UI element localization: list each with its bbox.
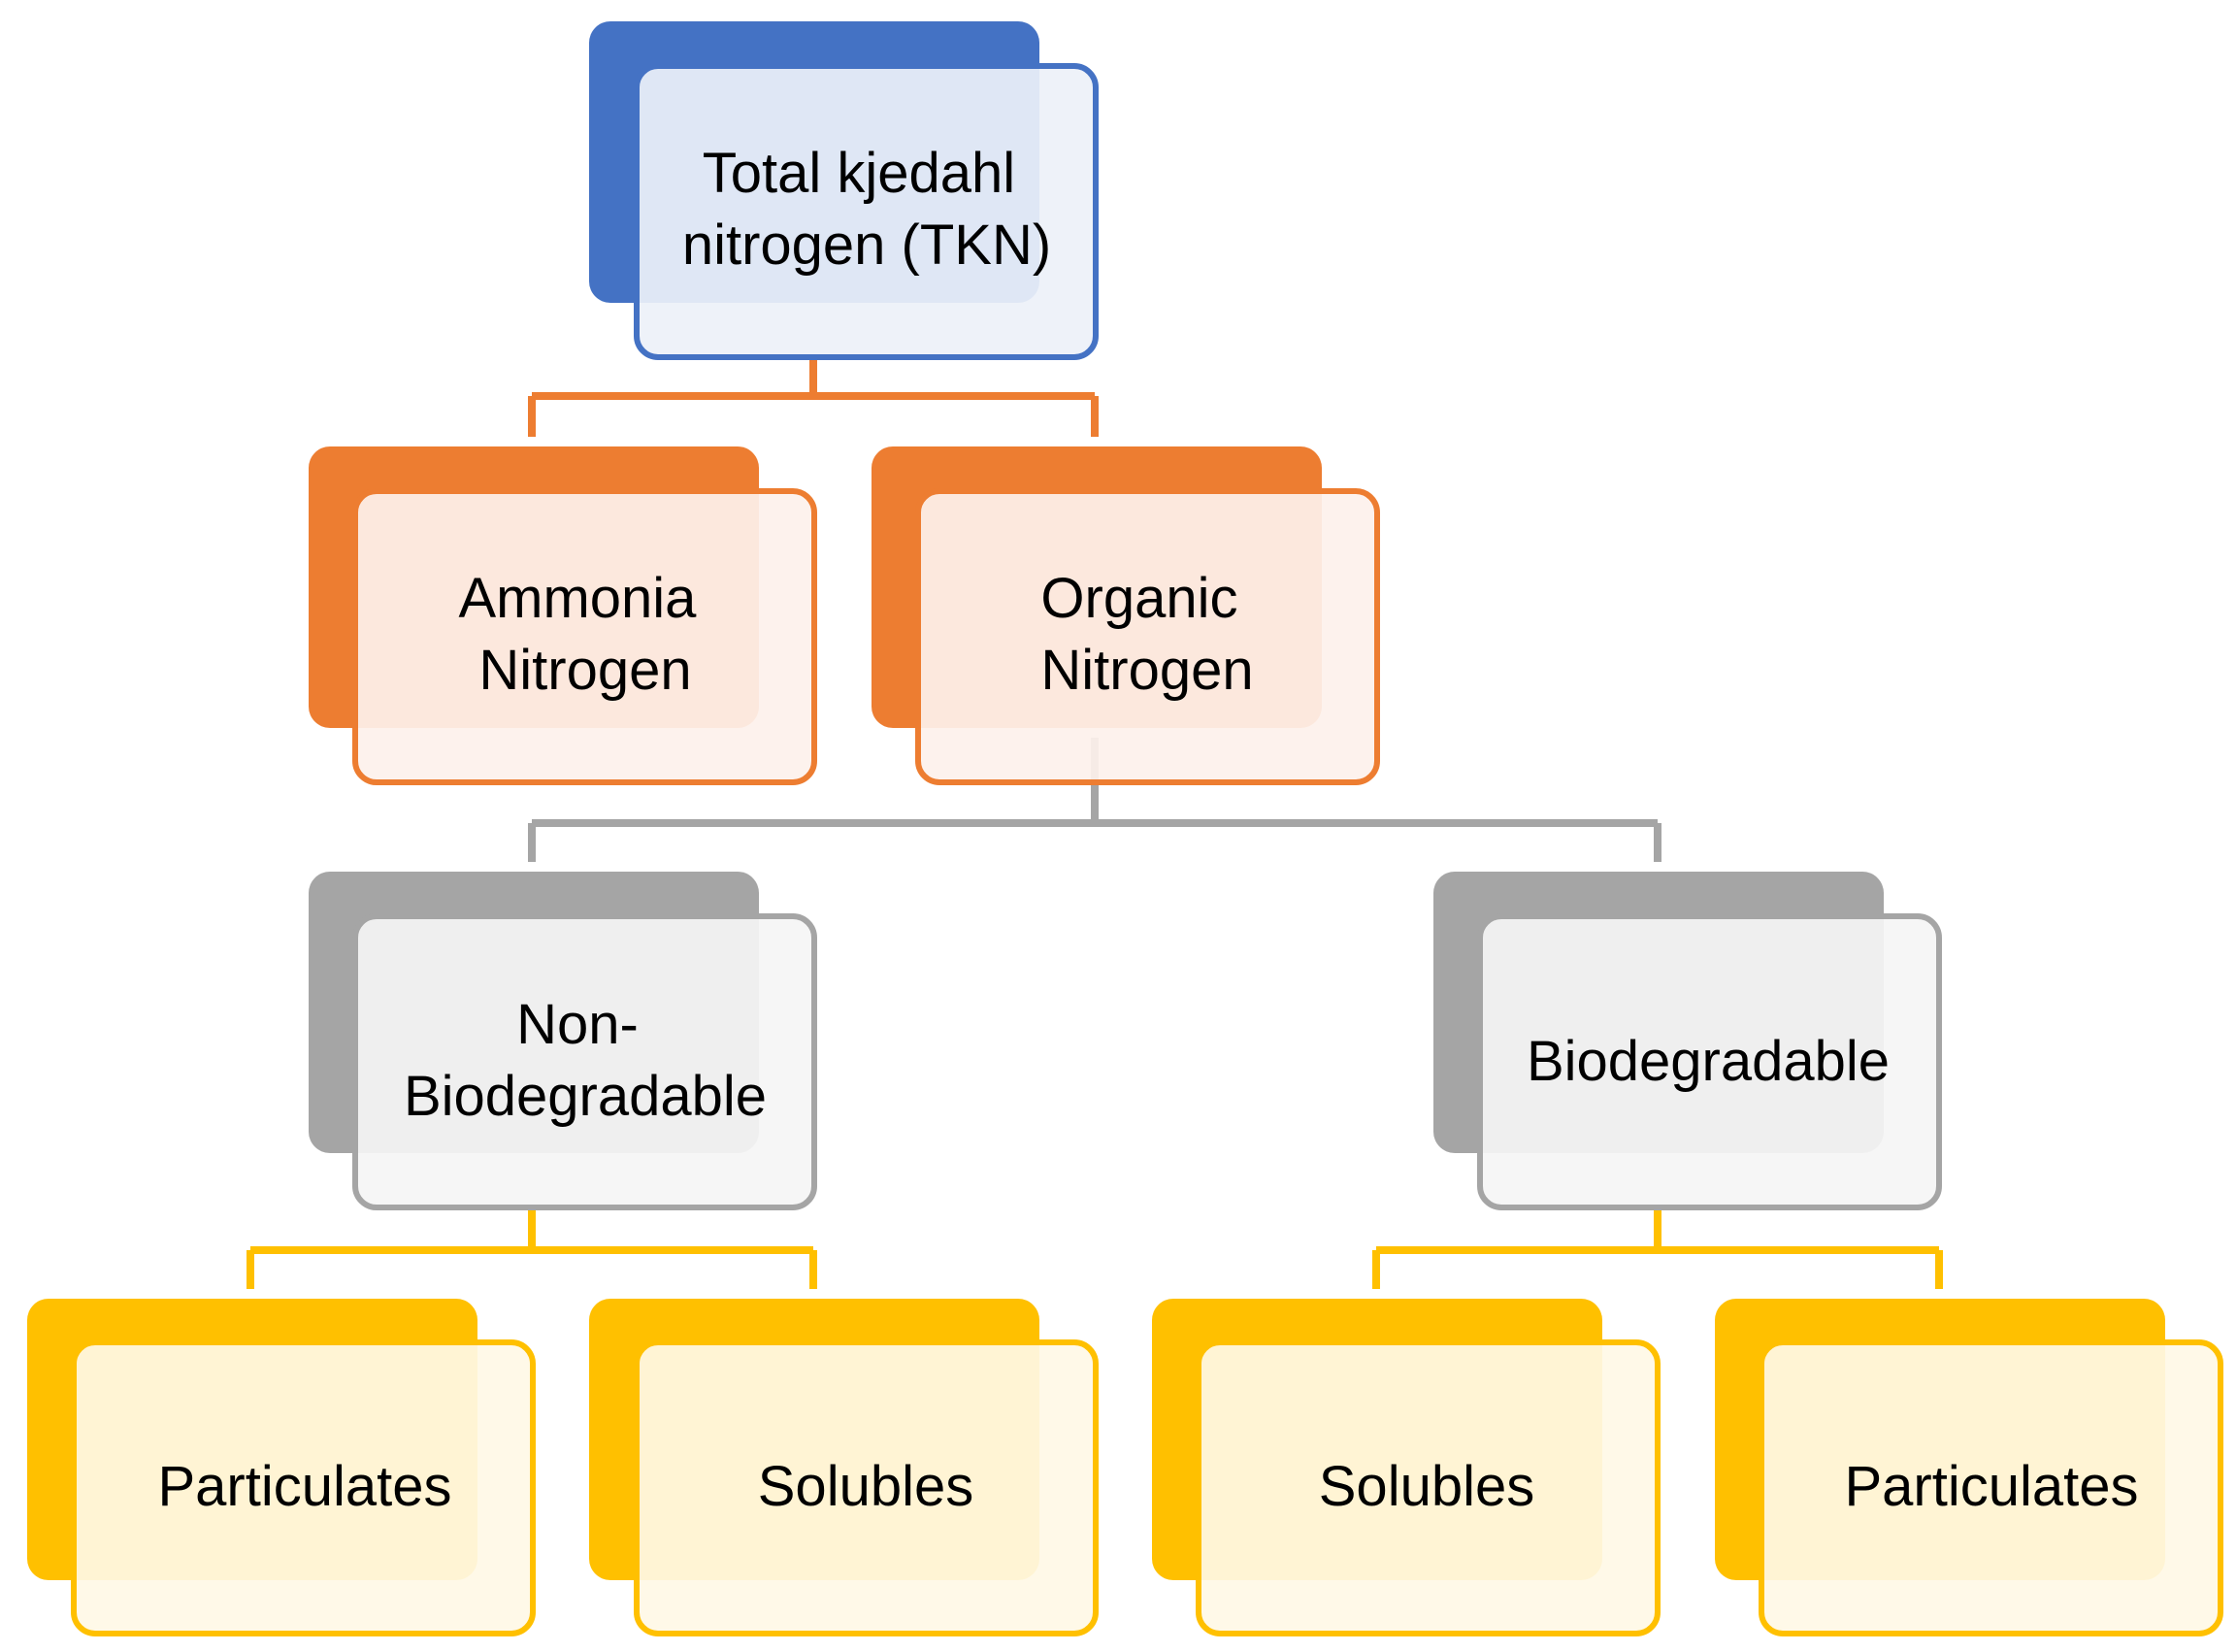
connector-tkn-children	[528, 354, 1099, 437]
svg-text:Ammonia Nitrogen: Ammonia Nitrogen	[458, 567, 711, 702]
node-tkn: Total kjedahl nitrogen (TKN)	[589, 21, 1099, 360]
node-ammonia-line1: Ammonia	[458, 567, 697, 630]
node-organic-line1: Organic	[1040, 567, 1237, 630]
svg-text:Biodegradable: Biodegradable	[1527, 1030, 1890, 1093]
svg-text:Non- Biodegradable: Non- Biodegradable	[404, 993, 767, 1128]
node-ammonia-line2: Nitrogen	[478, 639, 691, 702]
node-nonbio-solubles: Solubles	[589, 1299, 1099, 1636]
node-nonbio-particulates: Particulates	[27, 1299, 536, 1636]
node-nonbio-line1: Non-	[516, 993, 639, 1056]
connector-bio-children	[1372, 1208, 1943, 1289]
connector-nonbio-children	[247, 1208, 817, 1289]
node-organic-line2: Nitrogen	[1040, 639, 1253, 702]
node-bio-particulates: Particulates	[1715, 1299, 2223, 1636]
node-tkn-line2: nitrogen (TKN)	[682, 214, 1051, 277]
svg-text:Particulates: Particulates	[1844, 1455, 2138, 1518]
svg-text:Organic Nitrogen: Organic Nitrogen	[1040, 567, 1253, 702]
node-bio-solubles: Solubles	[1152, 1299, 1661, 1636]
svg-text:Total kjedahl nitrogen (: Total kjedahl nitrogen (TKN)	[682, 142, 1051, 277]
svg-text:Solubles: Solubles	[758, 1455, 973, 1518]
svg-text:Particulates: Particulates	[157, 1455, 451, 1518]
node-nonbio-line2: Biodegradable	[404, 1065, 767, 1128]
node-biodegradable: Biodegradable	[1433, 872, 1942, 1210]
node-bio-line1: Biodegradable	[1527, 1030, 1890, 1093]
node-ammonia-nitrogen: Ammonia Nitrogen	[309, 446, 817, 785]
node-bio-particulates-line1: Particulates	[1844, 1455, 2138, 1518]
node-organic-nitrogen: Organic Nitrogen	[872, 446, 1380, 785]
node-nonbio-solubles-line1: Solubles	[758, 1455, 973, 1518]
svg-text:Solubles: Solubles	[1319, 1455, 1534, 1518]
node-tkn-line1: Total kjedahl	[703, 142, 1015, 205]
node-non-biodegradable: Non- Biodegradable	[309, 872, 817, 1210]
node-nonbio-particulates-line1: Particulates	[157, 1455, 451, 1518]
node-bio-solubles-line1: Solubles	[1319, 1455, 1534, 1518]
